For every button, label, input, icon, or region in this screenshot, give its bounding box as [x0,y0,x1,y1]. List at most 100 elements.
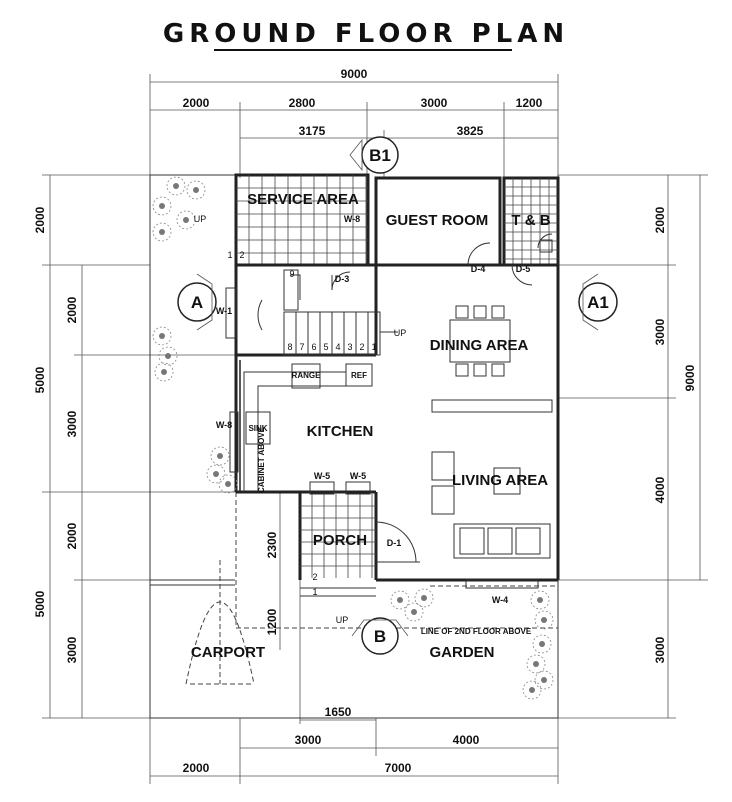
label-line-2nd-floor: LINE OF 2ND FLOOR ABOVE [421,627,532,636]
tag-a1: A1 [587,293,609,312]
stair-step-label: 8 [287,342,292,352]
plant-shrub [152,326,172,346]
stair-step-label: 4 [335,342,340,352]
plant-shrub [152,222,172,242]
refrigerator [345,363,373,387]
plant-shrub [186,180,206,200]
plant-shrub [526,654,546,674]
bottom-dimensions: 3000 4000 2000 7000 1650 2300 1200 [149,492,559,784]
dim-porch-1650: 1650 [325,705,352,719]
site-outline [149,174,559,719]
label-porch-step-2: 2 [312,572,317,582]
dim-left-2000-c: 2000 [65,522,79,549]
stair-step-label: 1 [371,342,376,352]
plant-shrub [176,210,196,230]
plant-shrub [152,196,172,216]
garden-plants [152,176,554,700]
plant-shrub [166,176,186,196]
plant-shrub [390,590,410,610]
plant-shrub [530,590,550,610]
dim-bottom-4000: 4000 [453,733,480,747]
label-w5-left: W-5 [314,471,330,481]
stairs [257,269,398,356]
label-porch-step-1: 1 [312,587,317,597]
dim-right-9000: 9000 [683,364,697,391]
label-up-bottom: UP [336,615,349,625]
dim-porch-1200: 1200 [265,608,279,635]
dim-top-3825: 3825 [457,124,484,138]
label-d1: D-1 [387,538,402,548]
dim-right-3000-a: 3000 [653,318,667,345]
plant-shrub [414,588,434,608]
label-up-stair: UP [394,328,407,338]
stair-step-label: 7 [299,342,304,352]
label-dining-area: DINING AREA [430,337,529,354]
dim-top-total: 9000 [341,67,368,81]
plant-shrub [210,446,230,466]
label-w8-kitchen: W-8 [216,420,232,430]
label-ref: REF [351,371,367,380]
label-sink: SINK [248,424,267,433]
carport-car [185,560,255,685]
dim-bottom-7000: 7000 [385,761,412,775]
dim-bottom-3000: 3000 [295,733,322,747]
plant-shrub [534,610,554,630]
section-marker-a: A [177,273,217,331]
dim-right-3000-b: 3000 [653,636,667,663]
stair-step-label: 6 [311,342,316,352]
dim-left-3000-a: 3000 [65,410,79,437]
living-furniture [431,451,551,559]
stair-step-label: 3 [347,342,352,352]
plant-shrub [158,346,178,366]
label-garden: GARDEN [429,644,494,661]
plan-title: GROUND FLOOR PLAN [163,19,569,49]
label-carport: CARPORT [191,644,265,661]
dim-top-2800: 2800 [289,96,316,110]
label-service-step-1: 1 [227,250,232,260]
label-range: RANGE [292,371,322,380]
plant-shrub [218,474,238,494]
label-d4: D-4 [471,264,486,274]
window-w4 [465,579,539,589]
section-marker-b1: B1 [349,136,399,174]
plant-shrub [206,464,226,484]
plant-shrub [522,680,542,700]
range-stove [291,363,321,389]
tag-a: A [191,293,203,312]
dim-left-3000-b: 3000 [65,636,79,663]
dim-top-3175: 3175 [299,124,326,138]
dim-porch-2300: 2300 [265,531,279,558]
label-stair-9: 9 [289,269,294,279]
dim-left-2000-b: 2000 [65,296,79,323]
dim-left-2000-a: 2000 [33,206,47,233]
label-w1: W-1 [216,306,232,316]
plant-shrub [534,670,554,690]
right-dimensions: 2000 3000 4000 3000 9000 [558,174,708,719]
label-cabinet-above: CABINET ABOVE [257,426,266,493]
section-marker-b: B [351,617,409,655]
dim-top-1200: 1200 [516,96,543,110]
dim-right-4000: 4000 [653,476,667,503]
label-w8-service: W-8 [344,214,360,224]
dim-right-2000: 2000 [653,206,667,233]
porch-room [300,481,420,597]
sink [245,411,271,445]
label-w4: W-4 [492,595,508,605]
label-service-step-2: 2 [239,250,244,260]
doors [467,233,553,286]
stair-step-label: 5 [323,342,328,352]
label-guest-room: GUEST ROOM [386,212,489,229]
dim-left-5000-a: 5000 [33,366,47,393]
section-marker-a1: A1 [578,273,618,331]
tag-b1: B1 [369,146,391,165]
tag-b: B [374,627,386,646]
label-w5-right: W-5 [350,471,366,481]
label-d5: D-5 [516,264,531,274]
label-t-and-b: T & B [511,212,550,229]
plant-shrub [154,362,174,382]
label-d3: D-3 [335,274,350,284]
dining-set [449,305,511,377]
t-and-b-room [502,176,560,267]
label-service-area: SERVICE AREA [247,191,359,208]
label-kitchen: KITCHEN [307,423,374,440]
